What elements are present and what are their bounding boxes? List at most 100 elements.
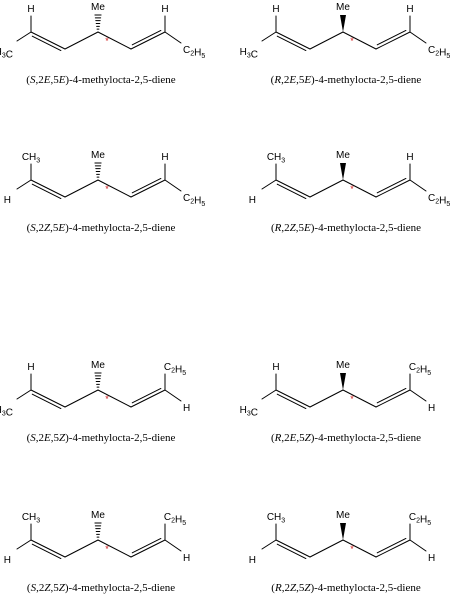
double-bond-c5-c6 (375, 179, 411, 198)
config-descriptor: R (274, 222, 282, 234)
bond-c6-bottom (164, 539, 182, 552)
left-top-substituent: H (27, 362, 34, 373)
molecule-8: CH3HC2H5HMe*(R,2Z,5Z)-4-methylocta-2,5-d… (249, 510, 435, 594)
double-bond-c5-c6-inner (131, 29, 162, 46)
bond-c2-bottom (261, 539, 277, 550)
right-bottom-substituent: H (428, 553, 435, 564)
double-bond-c2-c3-inner (276, 543, 307, 560)
bond-c2-bottom (16, 179, 32, 190)
hashed-wedge-bond (94, 372, 102, 388)
config-descriptor: S (31, 582, 37, 594)
bond-c3-c4 (309, 539, 344, 558)
right-top-substituent: H (161, 4, 168, 15)
methyl-label: Me (91, 2, 105, 13)
double-bond-c5-c6-inner (376, 29, 407, 46)
double-bond-c2-c3-inner (276, 35, 307, 52)
left-bottom-substituent: H3C (240, 405, 258, 419)
stereocentre-asterisk: * (105, 36, 109, 46)
config-descriptor: R (273, 74, 281, 86)
left-bottom-substituent: H (249, 195, 256, 206)
config-descriptor: S (30, 432, 36, 444)
molecule-1: HH3CHC2H5Me*(S,2E,5E)-4-methylocta-2,5-d… (0, 2, 205, 86)
double-bond-c2-c3 (275, 179, 311, 198)
caption-name: -4-methylocta-2,5-diene (69, 222, 176, 234)
molecule-7: CH3HC2H5HMe*(S,2Z,5Z)-4-methylocta-2,5-d… (4, 510, 190, 594)
right-bottom-substituent: C2H5 (428, 45, 450, 60)
left-top-substituent: CH3 (22, 152, 40, 165)
right-bottom-substituent: C2H5 (183, 193, 205, 208)
double-bond-c5-c6 (130, 389, 166, 408)
molecule-caption: (S,2Z,5E)-4-methylocta-2,5-diene (27, 222, 176, 234)
double-bond-c5-c6-inner (131, 387, 162, 404)
stereocentre-asterisk: * (105, 394, 109, 404)
left-bottom-substituent: H3C (240, 47, 258, 61)
wedge-bond (340, 523, 346, 540)
bond-c4-c5 (97, 539, 132, 558)
bond-c6-bottom (409, 539, 427, 552)
double-bond-c2-c3-inner (276, 183, 307, 200)
stereocentre-asterisk: * (350, 36, 354, 46)
left-bottom-substituent: H (4, 555, 11, 566)
left-top-substituent: H (272, 362, 279, 373)
bond-c4-c5 (97, 31, 132, 50)
caption-name: -4-methylocta-2,5-diene (68, 582, 175, 594)
right-top-substituent: C2H5 (164, 512, 186, 527)
molecule-2: HH3CHC2H5Me*(R,2E,5E)-4-methylocta-2,5-d… (240, 2, 450, 86)
double-bond-c5-c6-inner (376, 387, 407, 404)
double-bond-c2-c3 (275, 389, 311, 408)
methyl-label: Me (336, 2, 350, 13)
double-bond-c5-c6 (130, 31, 166, 50)
double-bond-c2-c3 (30, 539, 66, 558)
double-bond-c5-c6 (375, 539, 411, 558)
right-top-substituent: C2H5 (409, 512, 431, 527)
double-bond-c2-c3 (30, 389, 66, 408)
bond-c4-c5 (342, 389, 377, 408)
double-bond-c5-c6-inner (131, 177, 162, 194)
right-top-substituent: C2H5 (409, 362, 431, 377)
molecule-3: CH3HHC2H5Me*(S,2Z,5E)-4-methylocta-2,5-d… (4, 150, 206, 234)
bond-c2-bottom (16, 31, 32, 42)
config-descriptor: S (30, 222, 36, 234)
molecule-5: HH3CC2H5HMe*(S,2E,5Z)-4-methylocta-2,5-d… (0, 360, 190, 444)
molecule-caption: (R,2E,5Z)-4-methylocta-2,5-diene (271, 432, 421, 444)
bond-c6-bottom (164, 179, 182, 192)
left-top-substituent: H (27, 4, 34, 15)
stereocentre-asterisk: * (350, 394, 354, 404)
double-bond-c5-c6 (375, 389, 411, 408)
wedge-bond (340, 373, 346, 390)
double-bond-c5-c6 (375, 31, 411, 50)
molecule-caption: (S,2E,5E)-4-methylocta-2,5-diene (26, 74, 176, 86)
molecule-caption: (S,2E,5Z)-4-methylocta-2,5-diene (27, 432, 176, 444)
hashed-wedge-bond (94, 162, 102, 178)
bond-c6-bottom (164, 31, 182, 44)
bond-c3-c4 (64, 179, 99, 198)
double-bond-c2-c3 (30, 31, 66, 50)
stereocentre-asterisk: * (105, 184, 109, 194)
methyl-label: Me (336, 360, 350, 371)
methyl-label: Me (336, 510, 350, 521)
bond-c4-c5 (342, 539, 377, 558)
bond-c4-c5 (97, 179, 132, 198)
right-bottom-substituent: C2H5 (183, 45, 205, 60)
right-bottom-substituent: H (428, 403, 435, 414)
double-bond-c5-c6-inner (131, 537, 162, 554)
bond-c3-c4 (309, 179, 344, 198)
methyl-label: Me (91, 150, 105, 161)
left-top-substituent: H (272, 4, 279, 15)
right-top-substituent: C2H5 (164, 362, 186, 377)
left-bottom-substituent: H (249, 555, 256, 566)
right-top-substituent: H (161, 152, 168, 163)
double-bond-c2-c3-inner (276, 393, 307, 410)
molecule-4: CH3HHC2H5Me*(R,2Z,5E)-4-methylocta-2,5-d… (249, 150, 450, 234)
methyl-label: Me (91, 360, 105, 371)
molecule-caption: (R,2Z,5E)-4-methylocta-2,5-diene (271, 222, 421, 234)
molecule-caption: (S,2Z,5Z)-4-methylocta-2,5-diene (27, 582, 175, 594)
bond-c4-c5 (342, 31, 377, 50)
molecule-caption: (R,2Z,5Z)-4-methylocta-2,5-diene (271, 582, 421, 594)
caption-name: -4-methylocta-2,5-diene (69, 432, 176, 444)
right-top-substituent: H (406, 4, 413, 15)
bond-c4-c5 (342, 179, 377, 198)
right-bottom-substituent: H (183, 403, 190, 414)
bond-c3-c4 (64, 31, 99, 50)
